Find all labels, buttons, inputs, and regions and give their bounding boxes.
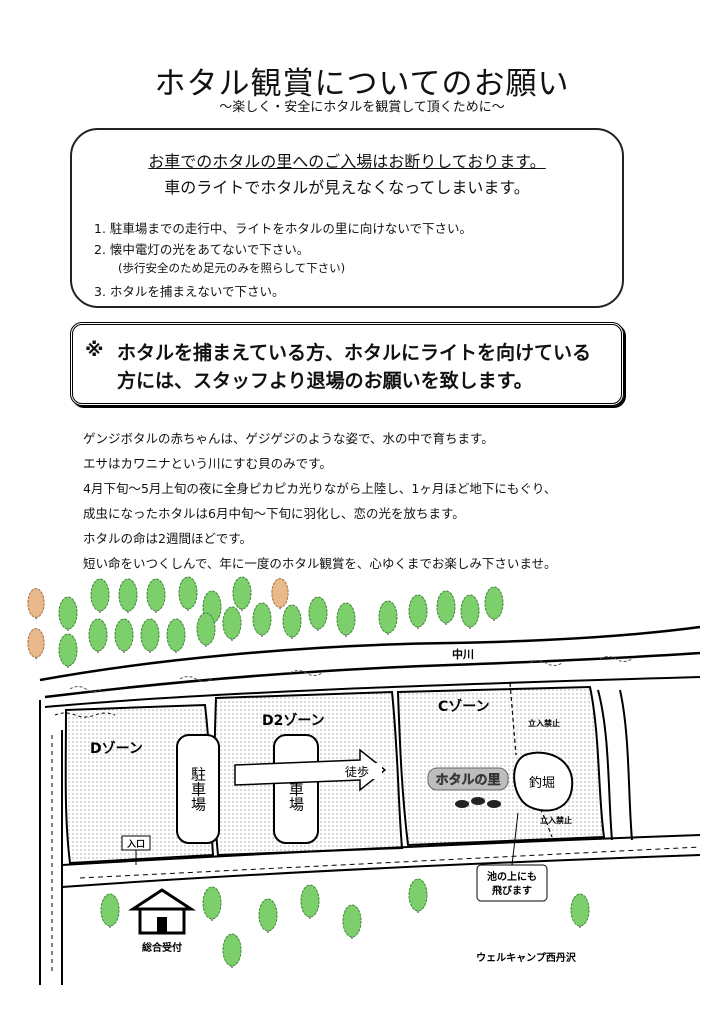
page-subtitle: 〜楽しく・安全にホタルを観賞して頂くために〜 xyxy=(219,100,505,115)
walk-label: 徒歩 xyxy=(345,764,369,779)
road-east xyxy=(597,689,633,841)
tree-icon xyxy=(222,606,242,641)
river-label: 中川 xyxy=(452,647,474,661)
tree-icon xyxy=(166,618,186,653)
tree-icon xyxy=(88,618,108,653)
tree-icon xyxy=(460,594,480,629)
reception-label: 総合受付 xyxy=(142,941,182,954)
tree-icon xyxy=(202,886,222,921)
tree-icon xyxy=(308,596,328,631)
paragraph-3: 4月下旬〜5月上旬の夜に全身ピカピカ光りながら上陸し、1ヶ月ほど地下にもぐり、 xyxy=(83,481,557,496)
notice-box: お車でのホタルの里へのご入場はお断りしております。 車のライトでホタルが見えなく… xyxy=(70,128,624,308)
notice-subheading: 車のライトでホタルが見えなくなってしまいます。 xyxy=(164,178,530,197)
page-title: ホタル観賞についてのお願い xyxy=(154,66,570,102)
no-entry-label-1: 立入禁止 xyxy=(528,718,560,728)
zone-d-label: Dゾーン xyxy=(90,740,143,757)
tree-icon xyxy=(232,576,252,611)
bare-tree-icon xyxy=(27,628,45,660)
tree-icon xyxy=(570,893,590,928)
road-south-south xyxy=(61,854,701,888)
entrance-label: 入口 xyxy=(126,839,145,850)
road-west xyxy=(39,700,63,985)
warning-mark: ※ xyxy=(85,339,104,361)
notice-heading: お車でのホタルの里へのご入場はお断りしております。 xyxy=(148,152,546,171)
river-ripples xyxy=(69,656,633,692)
parking-label-1: 駐車場 xyxy=(189,767,207,812)
tree-icon xyxy=(282,604,302,639)
camp-name: ウェルキャンプ西丹沢 xyxy=(476,951,577,964)
warning-line-2: 方には、スタッフより退場のお願いを致します。 xyxy=(117,370,533,392)
no-entry-label-2: 立入禁止 xyxy=(540,815,572,825)
rule-3: 3. ホタルを捕まえないで下さい。 xyxy=(94,284,285,299)
zone-c-label: Cゾーン xyxy=(438,698,490,715)
tree-icon xyxy=(378,600,398,635)
tree-icon xyxy=(342,904,362,939)
paragraph-5: ホタルの命は2週間ほどです。 xyxy=(83,531,252,546)
tree-icon xyxy=(196,612,216,647)
house-icon xyxy=(127,888,197,935)
warning-line-1: ホタルを捕まえている方、ホタルにライトを向けている xyxy=(117,342,592,364)
fishing-pond xyxy=(513,751,574,812)
rule-2-note: (歩行安全のため足元のみを照らして下さい) xyxy=(118,261,346,275)
tree-group-top xyxy=(27,576,504,668)
callout-line-1: 池の上にも xyxy=(487,870,537,883)
callout-line-2: 飛びます xyxy=(491,884,532,897)
road-edge-north xyxy=(44,676,701,708)
tree-icon xyxy=(252,602,272,637)
tree-icon xyxy=(58,633,78,668)
tree-icon xyxy=(408,594,428,629)
tree-icon xyxy=(484,586,504,621)
rule-1: 1. 駐車場までの走行中、ライトをホタルの里に向けないで下さい。 xyxy=(94,221,473,236)
tree-icon xyxy=(118,578,138,613)
tree-icon xyxy=(58,596,78,631)
parking-lot-1 xyxy=(176,734,220,844)
zone-d2-label: D2ゾーン xyxy=(262,712,325,729)
callout-box xyxy=(476,864,548,902)
firefly-icons xyxy=(455,797,501,808)
tree-icon xyxy=(300,884,320,919)
paragraph-2: エサはカワニナという川にすむ貝のみです。 xyxy=(83,456,332,471)
tree-icon xyxy=(140,618,160,653)
warning-text: ホタルを捕まえている方、ホタルにライトを向けている 方には、スタッフより退場のお… xyxy=(117,339,617,395)
river-bank-north xyxy=(39,625,701,682)
tree-icon xyxy=(222,933,242,968)
tree-icon xyxy=(146,578,166,613)
rule-2: 2. 懐中電灯の光をあてないで下さい。 xyxy=(94,242,310,257)
warning-box: ※ ホタルを捕まえている方、ホタルにライトを向けている 方には、スタッフより退場… xyxy=(70,322,624,406)
walk-label-bg xyxy=(340,763,382,779)
callout-pointer xyxy=(511,812,519,866)
hotaru-sato-badge xyxy=(427,767,509,791)
tree-icon xyxy=(408,878,428,913)
tree-icon xyxy=(100,893,120,928)
tree-icon xyxy=(90,578,110,613)
tree-icon xyxy=(178,576,198,611)
paragraph-1: ゲンジボタルの赤ちゃんは、ゲジゲジのような姿で、水の中で育ちます。 xyxy=(83,431,494,446)
paragraph-6: 短い命をいつくしんで、年に一度のホタル観賞を、心ゆくまでお楽しみ下さいませ。 xyxy=(83,556,557,571)
tree-icon xyxy=(114,618,134,653)
tree-icon xyxy=(436,590,456,625)
site-map: 中川 Dゾーン D2ゾーン Cゾーン 駐車場 駐車場 徒歩 ホタルの里 立入禁止… xyxy=(27,576,701,985)
paragraph-4: 成虫になったホタルは6月中旬〜下旬に羽化し、恋の光を放ちます。 xyxy=(83,506,465,521)
tree-icon xyxy=(336,602,356,637)
hotaru-sato-label: ホタルの里 xyxy=(435,773,500,788)
bare-tree-icon xyxy=(271,578,289,610)
zone-c-area xyxy=(396,685,606,847)
river-bank-south xyxy=(44,651,701,699)
road-south-dashes xyxy=(79,846,701,879)
tree-group-bottom xyxy=(100,878,590,968)
walk-arrow xyxy=(234,748,387,792)
fishing-pond-label: 釣堀 xyxy=(529,775,555,791)
tree-icon xyxy=(258,898,278,933)
bare-tree-icon xyxy=(27,588,45,620)
